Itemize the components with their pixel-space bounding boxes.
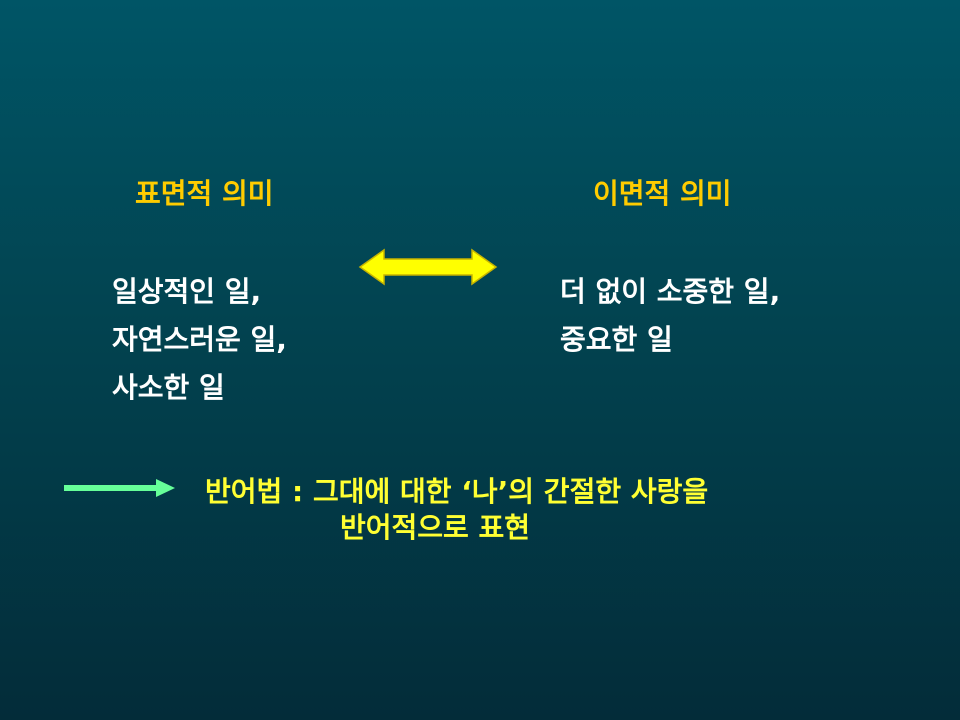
surface-meaning-item: 자연스러운 일, <box>112 323 287 356</box>
right-arrow-icon <box>64 479 175 497</box>
hidden-meaning-heading: 이면적 의미 <box>593 177 732 210</box>
irony-conclusion-line: 반어법 : 그대에 대한 ‘나’의 간절한 사랑을 <box>205 475 709 508</box>
double-headed-arrow-icon <box>358 248 498 286</box>
hidden-meaning-item: 중요한 일 <box>560 323 673 356</box>
surface-meaning-list: 일상적인 일, 자연스러운 일, 사소한 일 <box>112 268 287 412</box>
surface-meaning-item: 일상적인 일, <box>112 275 262 308</box>
hidden-meaning-list: 더 없이 소중한 일, 중요한 일 <box>560 268 780 364</box>
irony-conclusion: 반어법 : 그대에 대한 ‘나’의 간절한 사랑을 반어적으로 표현 <box>205 474 708 546</box>
surface-meaning-heading: 표면적 의미 <box>135 177 274 210</box>
surface-meaning-item: 사소한 일 <box>112 371 225 404</box>
irony-conclusion-line: 반어적으로 표현 <box>340 511 531 544</box>
hidden-meaning-item: 더 없이 소중한 일, <box>560 275 781 308</box>
